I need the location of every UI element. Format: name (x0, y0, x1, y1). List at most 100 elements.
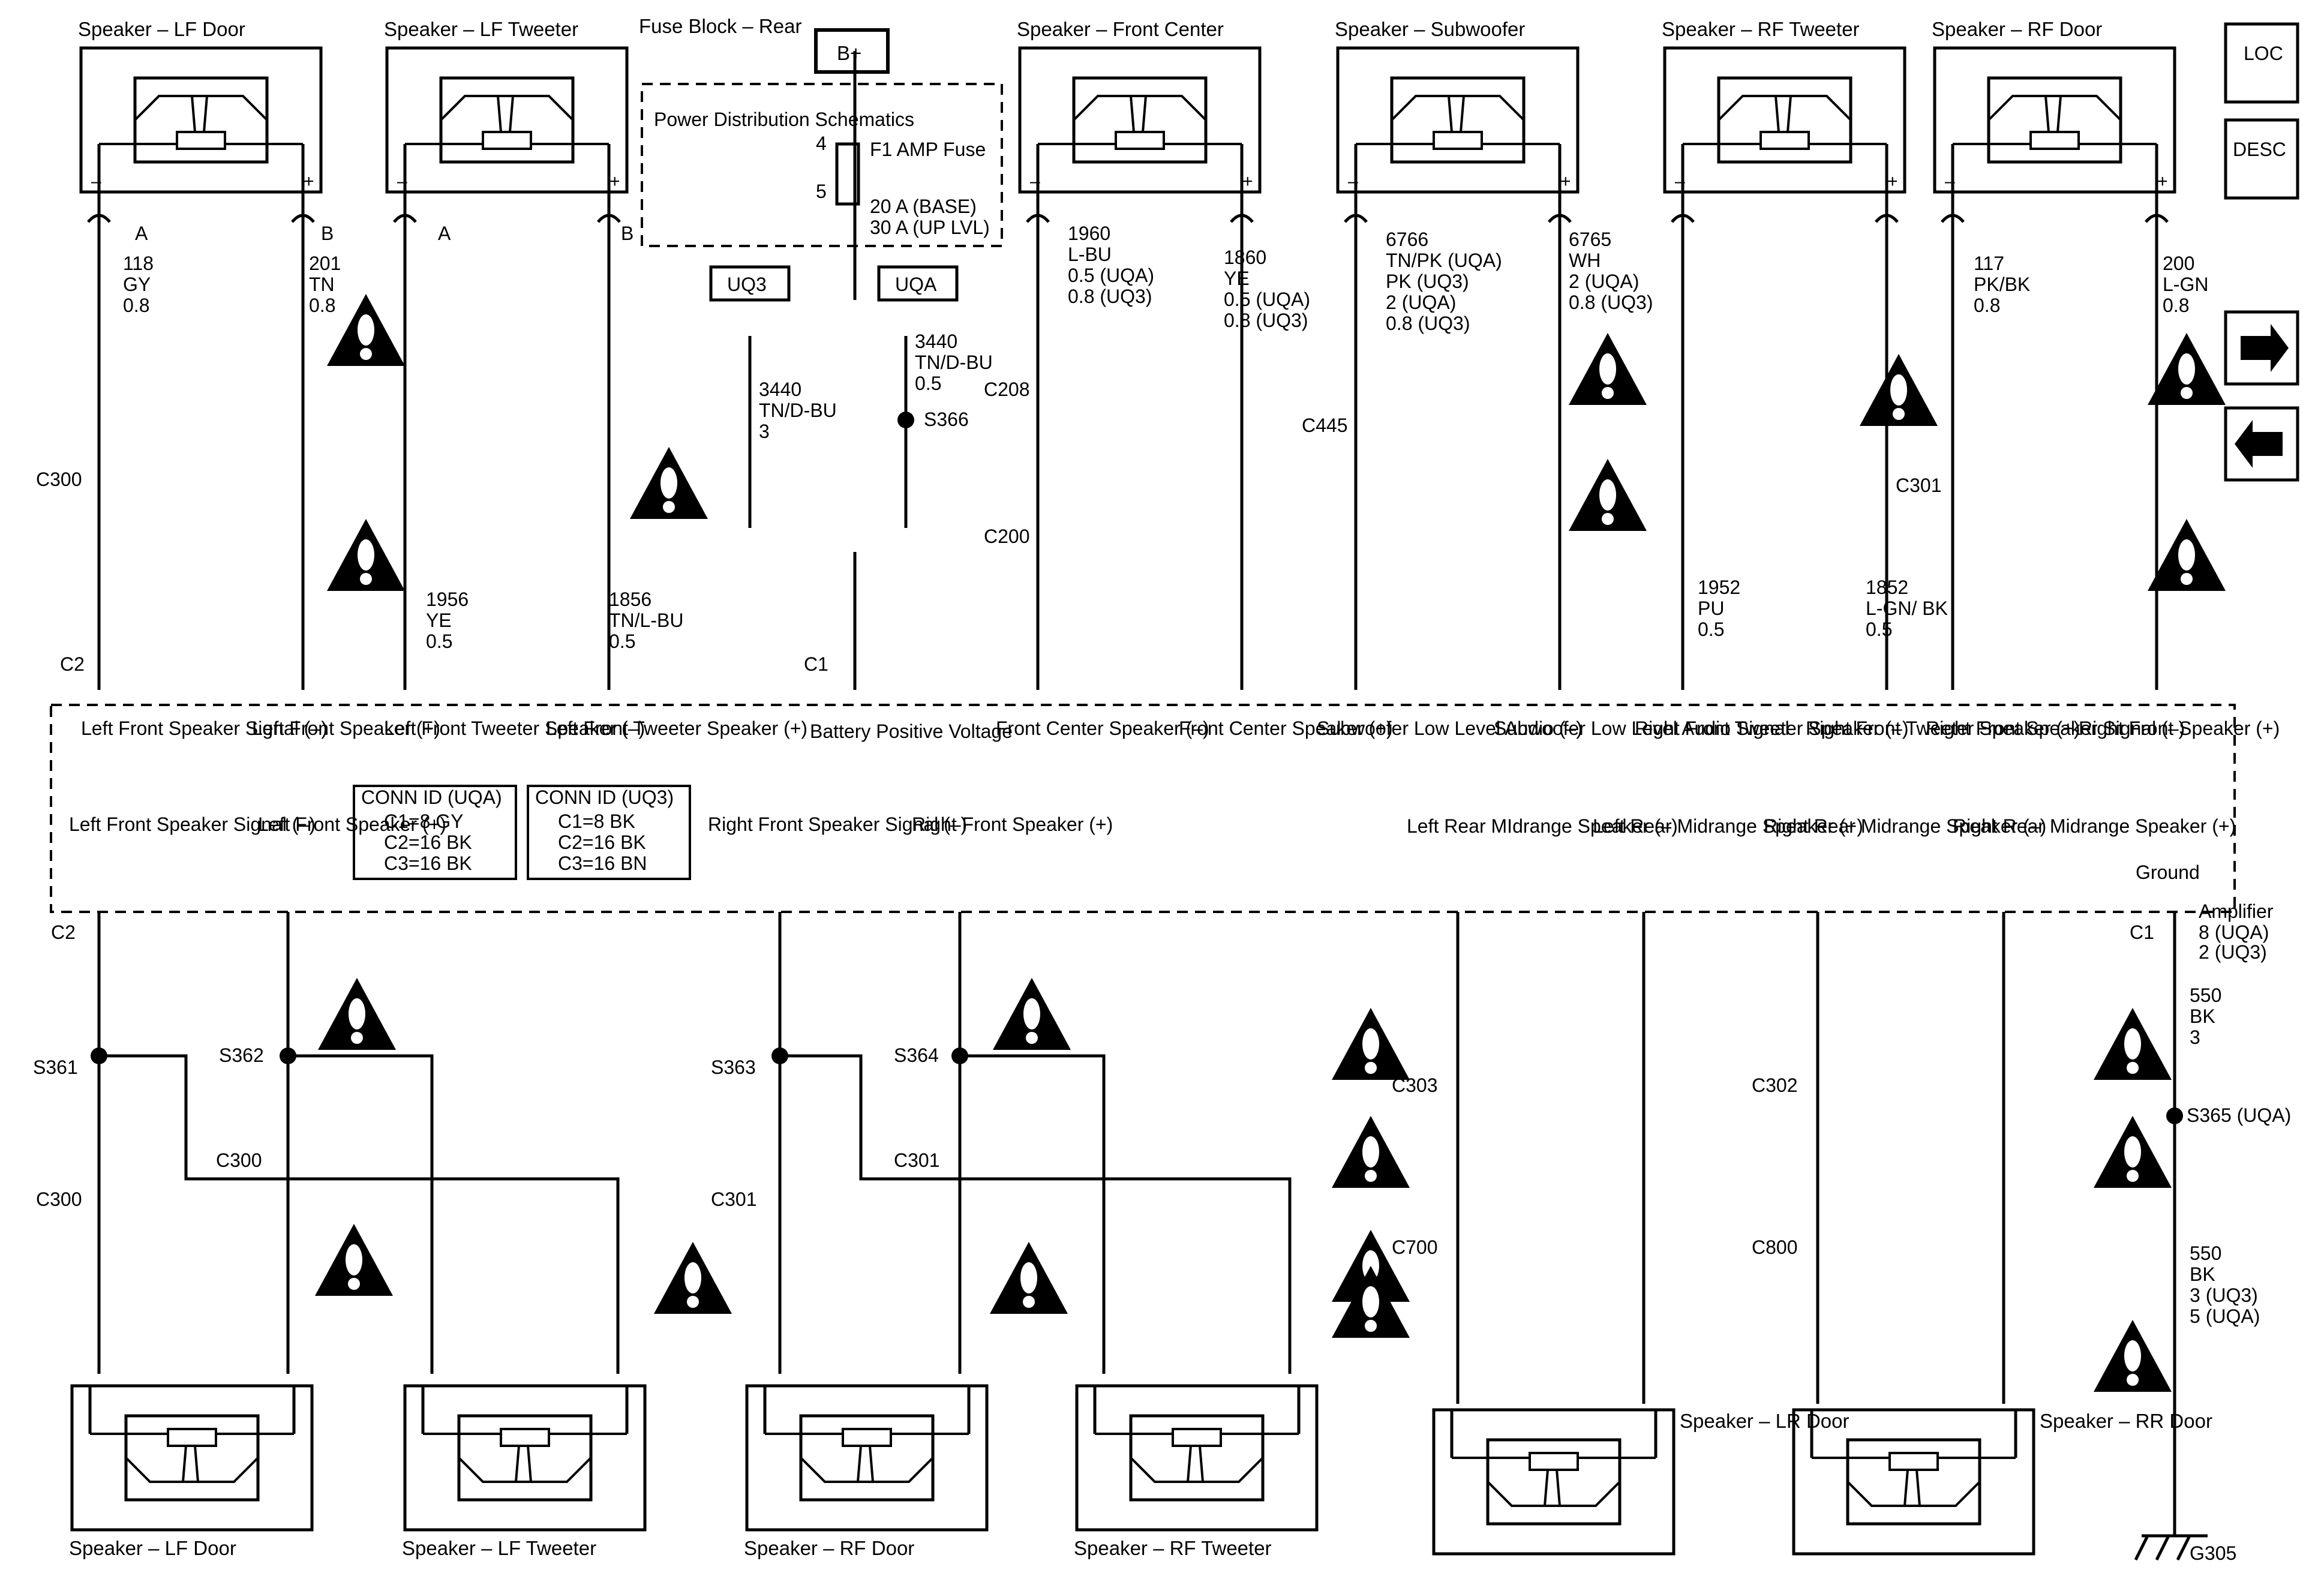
svg-text:+: + (1242, 172, 1253, 191)
svg-text:Right Front Speaker Signal (–): Right Front Speaker Signal (–) (708, 813, 967, 835)
svg-text:BK: BK (2190, 1263, 2215, 1285)
speaker-title: Speaker – LR Door (1680, 1410, 1849, 1432)
svg-text:0.8: 0.8 (2163, 295, 2189, 316)
speaker-title: Speaker – RF Tweeter (1662, 18, 1860, 40)
nav-panel[interactable]: LOC DESC (2224, 22, 2299, 482)
svg-text:–: – (1675, 172, 1685, 191)
svg-text:2 (UQ3): 2 (UQ3) (2199, 941, 2267, 963)
svg-text:PK/BK: PK/BK (1974, 274, 2030, 295)
svg-text:0.5 (UQA): 0.5 (UQA) (1068, 265, 1154, 286)
svg-text:TN/D-BU: TN/D-BU (915, 352, 993, 373)
svg-text:C301: C301 (894, 1149, 940, 1171)
fuse-rating-up: 30 A (UP LVL) (870, 217, 990, 238)
speaker-title: Speaker – RF Door (744, 1537, 914, 1559)
svg-text:–: – (1945, 172, 1955, 191)
svg-text:C200: C200 (984, 526, 1030, 547)
svg-text:C301: C301 (1896, 475, 1942, 496)
svg-text:201: 201 (309, 253, 341, 274)
speaker-bottom-rr-door: Speaker – RR Door (1794, 1410, 2212, 1554)
svg-text:Left Rear MIdrange Speaker (–): Left Rear MIdrange Speaker (–) (1407, 815, 1678, 837)
svg-text:C208: C208 (984, 379, 1030, 400)
svg-text:TN: TN (309, 274, 335, 295)
svg-text:2 (UQA): 2 (UQA) (1569, 271, 1639, 292)
svg-text:0.5 (UQA): 0.5 (UQA) (1224, 289, 1310, 310)
svg-text:+: + (1560, 172, 1571, 191)
desc-icon[interactable] (2224, 118, 2299, 200)
svg-text:C2: C2 (51, 921, 76, 943)
svg-text:C301: C301 (711, 1188, 757, 1210)
loc-icon[interactable] (2224, 22, 2299, 104)
svg-text:0.8: 0.8 (123, 295, 149, 316)
svg-text:3440: 3440 (915, 331, 957, 352)
desc-label: DESC (2233, 139, 2286, 160)
svg-text:0.5: 0.5 (1698, 619, 1724, 640)
svg-text:C2=16 BK: C2=16 BK (384, 831, 472, 853)
svg-text:3440: 3440 (759, 379, 801, 400)
option-split: UQ3 UQA S366 (709, 265, 969, 430)
svg-text:C3=16 BN: C3=16 BN (558, 852, 647, 874)
svg-text:C300: C300 (36, 469, 82, 490)
svg-text:B: B (321, 223, 334, 244)
svg-text:C700: C700 (1392, 1236, 1438, 1258)
speaker-top-rf-tweeter: Speaker – RF Tweeter (1662, 18, 1905, 192)
svg-text:Battery Positive Voltage: Battery Positive Voltage (810, 721, 1013, 742)
svg-text:C300: C300 (36, 1188, 82, 1210)
svg-text:C1=8 GY: C1=8 GY (384, 810, 464, 832)
svg-text:Ground: Ground (2136, 861, 2200, 883)
svg-text:117: 117 (1974, 253, 2004, 274)
connector-labels: C300 C2 C1 C208 C200 C445 C301 (36, 379, 1942, 675)
fuse-pin-out: 5 (816, 181, 827, 202)
svg-text:C800: C800 (1752, 1236, 1798, 1258)
svg-text:0.8 (UQ3): 0.8 (UQ3) (1068, 286, 1152, 307)
svg-text:Left Front Speaker (+): Left Front Speaker (+) (258, 813, 446, 835)
svg-text:B: B (621, 223, 633, 244)
speaker-bottom-lf-door: Speaker – LF Door (69, 1386, 312, 1559)
power-distribution-label: Power Distribution Schematics (654, 109, 914, 130)
svg-text:YE: YE (1224, 268, 1250, 289)
svg-text:C1: C1 (2130, 921, 2154, 943)
fuse-rating-base: 20 A (BASE) (870, 196, 977, 217)
speaker-title: Speaker – LF Tweeter (402, 1537, 596, 1559)
svg-text:Left Front Tweeter Speaker (–): Left Front Tweeter Speaker (–) (384, 718, 645, 739)
svg-text:C300: C300 (216, 1149, 262, 1171)
splice-s366: S366 (924, 409, 969, 430)
amp-pins-top: Left Front Speaker Signal (–) Left Front… (81, 718, 2280, 742)
amp-pins-bottom: Left Front Speaker Signal (–) Left Front… (69, 813, 2236, 883)
svg-text:+: + (304, 172, 314, 191)
speaker-bottom-rf-door: Speaker – RF Door (744, 1386, 987, 1559)
svg-text:C3=16 BK: C3=16 BK (384, 852, 472, 874)
svg-text:Subwoofer Low Level Audio (–): Subwoofer Low Level Audio (–) (1317, 718, 1583, 739)
svg-text:3: 3 (759, 421, 770, 442)
svg-text:5 (UQA): 5 (UQA) (2190, 1305, 2260, 1327)
svg-text:C2: C2 (60, 653, 85, 675)
svg-text:C1=8 BK: C1=8 BK (558, 810, 635, 832)
svg-text:1956: 1956 (426, 589, 469, 610)
arrow-right-icon[interactable] (2224, 310, 2299, 386)
svg-text:0.8: 0.8 (309, 295, 335, 316)
svg-text:–: – (1348, 172, 1358, 191)
svg-text:3 (UQ3): 3 (UQ3) (2190, 1284, 2258, 1306)
conn-id-uqa-table: CONN ID (UQA) C1=8 GY C2=16 BK C3=16 BK (353, 785, 517, 880)
svg-text:1960: 1960 (1068, 223, 1110, 244)
top-plugs (88, 215, 2167, 222)
speaker-title: Speaker – Front Center (1017, 18, 1224, 40)
svg-text:S363: S363 (711, 1056, 756, 1078)
svg-text:550: 550 (2190, 1242, 2221, 1264)
loc-label: LOC (2244, 43, 2283, 64)
svg-text:A: A (135, 223, 148, 244)
svg-text:A: A (438, 223, 451, 244)
ground-symbol (2134, 1534, 2208, 1561)
speaker-title: Speaker – Subwoofer (1335, 18, 1525, 40)
amplifier-box (50, 704, 2236, 913)
bottom-wires (97, 912, 2176, 1536)
svg-text:200: 200 (2163, 253, 2194, 274)
speaker-bottom-lf-tweeter: Speaker – LF Tweeter (402, 1386, 645, 1559)
arrow-left-icon[interactable] (2224, 406, 2299, 482)
svg-text:1856: 1856 (609, 589, 651, 610)
svg-text:WH: WH (1569, 250, 1601, 271)
svg-text:Subwoofer Low Level Audio Sign: Subwoofer Low Level Audio Signal (1494, 718, 1789, 739)
svg-text:0.5: 0.5 (426, 631, 452, 652)
svg-text:2 (UQA): 2 (UQA) (1386, 292, 1456, 313)
conn-id-uq3-table: CONN ID (UQ3) C1=8 BK C2=16 BK C3=16 BN (527, 785, 691, 880)
